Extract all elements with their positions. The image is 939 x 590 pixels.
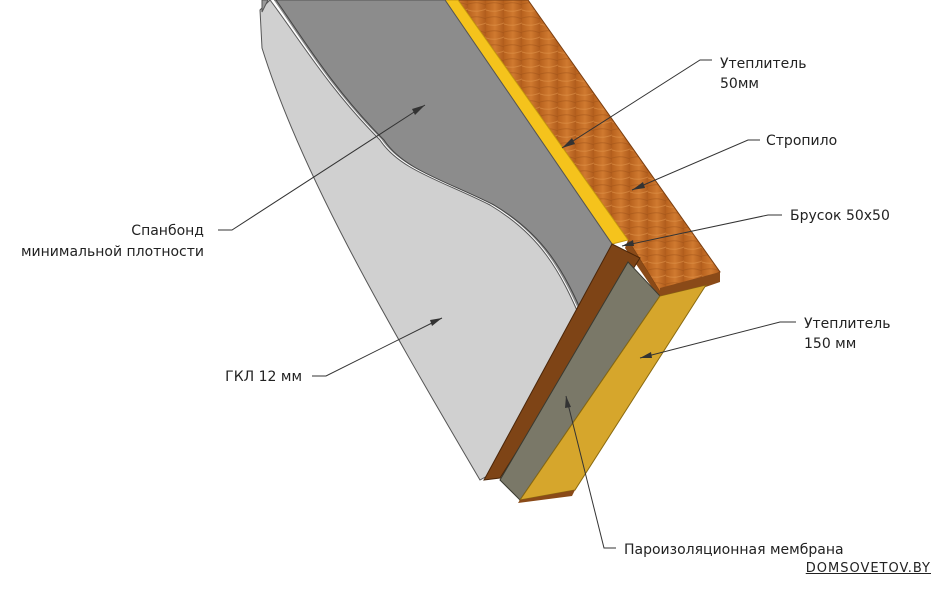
drywall-sheet [259,0,583,481]
leader-vapor-membrane [565,395,616,549]
label-spunbond-line1: Спанбонд [131,223,204,239]
leader-rafter [631,139,760,191]
leader-insulation-50 [561,59,712,149]
label-insulation-150-line1: Утеплитель [804,316,890,332]
label-spunbond-line2: минимальной плотности [21,244,204,260]
label-drywall: ГКЛ 12 мм [225,369,302,385]
label-insulation-50-line2: 50мм [720,76,759,92]
leader-drywall [312,317,443,377]
leader-spunbond [218,104,426,231]
batten-shape [483,243,641,481]
leader-batten [621,214,782,247]
leader-insulation-150 [639,321,796,359]
label-vapor-membrane: Пароизоляционная мембрана [624,542,844,558]
site-watermark: DOMSOVETOV.BY [803,561,933,576]
label-rafter: Стропило [766,133,837,149]
label-insulation-50-line1: Утеплитель [720,56,806,72]
label-batten: Брусок 50х50 [790,208,890,224]
insulation-150-edge [660,272,720,296]
label-insulation-150-line2: 150 мм [804,336,856,352]
